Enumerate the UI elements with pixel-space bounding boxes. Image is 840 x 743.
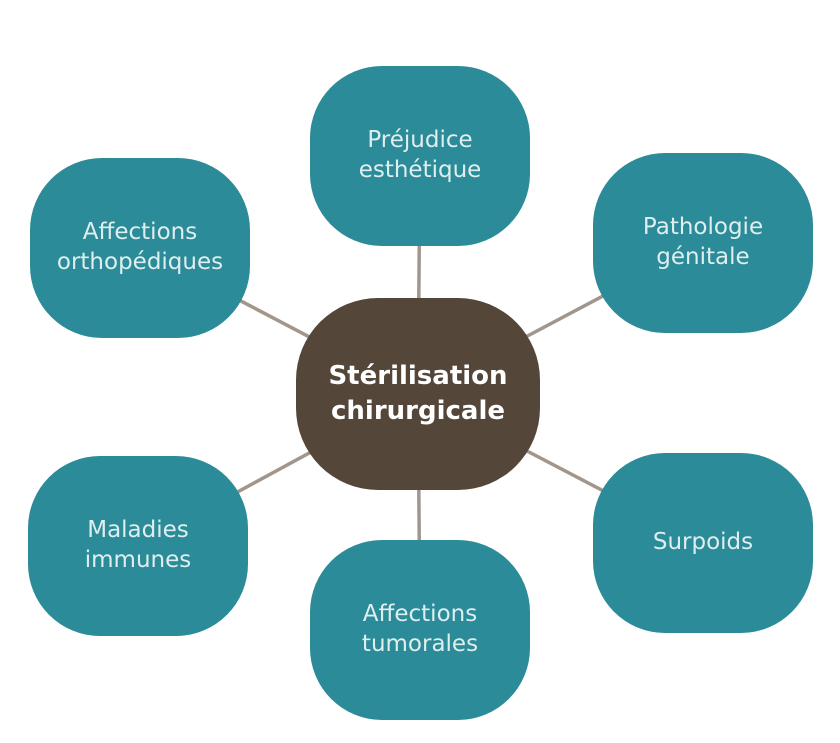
node-prejudice-esthetique: Préjudice esthétique [310,66,530,246]
node-affections-tumorales: Affections tumorales [310,540,530,720]
node-surpoids: Surpoids [593,453,813,633]
node-label-affections-orthopediques: Affections orthopédiques [56,219,224,275]
node-label-affections-tumorales: Affections tumorales [361,601,479,657]
node-maladies-immunes: Maladies immunes [28,456,248,636]
node-label-pathologie-genitale: Pathologie génitale [642,214,764,270]
node-pathologie-genitale: Pathologie génitale [593,153,813,333]
node-label-surpoids: Surpoids [652,529,754,556]
center-node-sterilisation-chirurgicale: Stérilisation chirurgicale [296,298,540,490]
node-label-maladies-immunes: Maladies immunes [84,517,192,573]
center-node-label: Stérilisation chirurgicale [328,360,508,426]
node-label-prejudice-esthetique: Préjudice esthétique [358,127,482,183]
node-affections-orthopediques: Affections orthopédiques [30,158,250,338]
